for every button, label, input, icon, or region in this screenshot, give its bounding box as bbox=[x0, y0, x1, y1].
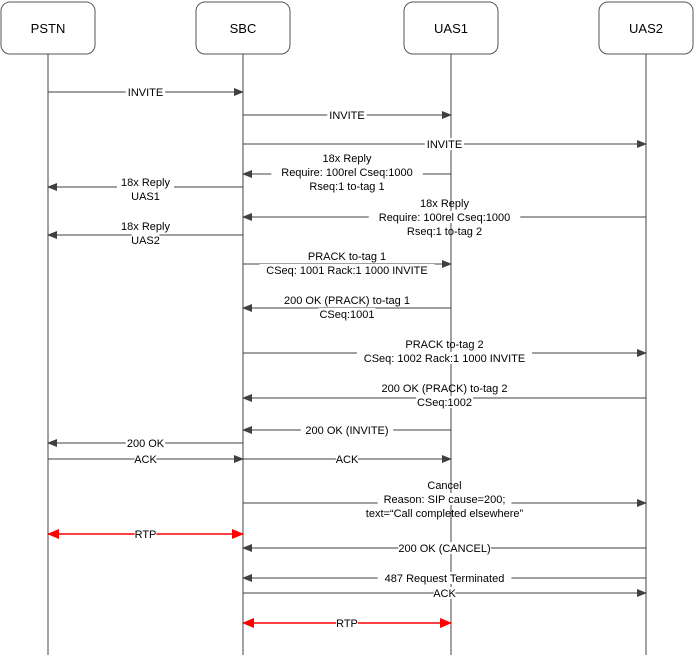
uas2-box bbox=[598, 1, 694, 55]
message-label: CSeq: 1001 Rack:1 1000 INVITE bbox=[266, 265, 427, 277]
label-mask bbox=[271, 166, 423, 178]
message: ACK bbox=[243, 453, 452, 466]
message-label: PRACK to-tag 1 bbox=[308, 251, 386, 263]
message-label: 200 OK (CANCEL) bbox=[398, 543, 490, 555]
message: ACK bbox=[48, 453, 244, 466]
message-label: ACK bbox=[134, 454, 157, 466]
label-mask bbox=[116, 176, 175, 188]
message-label: 487 Request Terminated bbox=[385, 573, 505, 585]
label-mask bbox=[377, 493, 512, 505]
message: 487 Request Terminated bbox=[242, 572, 646, 585]
message: ACK bbox=[243, 587, 647, 600]
message-label: RTP bbox=[135, 529, 157, 541]
label-mask bbox=[131, 234, 160, 246]
message-label: 200 OK (PRACK) to-tag 1 bbox=[284, 295, 410, 307]
label-mask bbox=[327, 109, 367, 121]
message: PRACK to-tag 2 CSeq: 1002 Rack:1 1000 INV… bbox=[243, 339, 647, 365]
label-mask bbox=[134, 453, 157, 465]
message-label: UAS2 bbox=[131, 235, 160, 247]
message-label: text=“Call completed elsewhere” bbox=[366, 508, 524, 520]
message: 200 OK bbox=[47, 437, 243, 450]
message-label: 18x Reply bbox=[121, 221, 170, 233]
message-label: Cancel bbox=[427, 480, 461, 492]
media-flow: RTP bbox=[242, 617, 452, 630]
message-label: 200 OK (INVITE) bbox=[305, 425, 388, 437]
media-flow: RTP bbox=[47, 528, 244, 541]
uas1-box bbox=[403, 1, 499, 55]
message: PRACK to-tag 1 CSeq: 1001 Rack:1 1000 INV… bbox=[243, 251, 452, 277]
label-mask bbox=[300, 424, 394, 436]
message: INVITE bbox=[48, 86, 244, 99]
label-mask bbox=[377, 572, 512, 584]
message-label: Require: 100rel Cseq:1000 bbox=[281, 167, 412, 179]
message: 200 OK (PRACK) to-tag 1 CSeq:1001 bbox=[242, 295, 451, 321]
participant-uas2: UAS2 bbox=[598, 1, 694, 55]
message: 200 OK (CANCEL) bbox=[242, 542, 646, 555]
message-label: INVITE bbox=[128, 87, 163, 99]
label-mask bbox=[433, 587, 456, 599]
message-label: CSeq: 1002 Rack:1 1000 INVITE bbox=[364, 353, 525, 365]
message-label: PRACK to-tag 2 bbox=[405, 339, 483, 351]
message-label: Rseq:1 to-tag 1 bbox=[309, 181, 384, 193]
label-mask bbox=[134, 528, 157, 540]
message-label: INVITE bbox=[427, 139, 462, 151]
message-label: ACK bbox=[433, 588, 456, 600]
pstn-label: PSTN bbox=[31, 21, 66, 36]
label-mask bbox=[318, 308, 376, 320]
message: 200 OK (INVITE) bbox=[242, 424, 451, 437]
participant-uas1: UAS1 bbox=[403, 1, 499, 55]
participant-pstn: PSTN bbox=[0, 1, 96, 55]
message-label: Reason: SIP cause=200; bbox=[384, 494, 506, 506]
sbc-box bbox=[195, 1, 291, 55]
participant-sbc: SBC bbox=[195, 1, 291, 55]
uas1-label: UAS1 bbox=[434, 21, 468, 36]
message-label: CSeq:1001 bbox=[319, 309, 374, 321]
message-label: CSeq:1002 bbox=[417, 397, 472, 409]
message-label: Require: 100rel Cseq:1000 bbox=[379, 212, 510, 224]
message-label: 18x Reply bbox=[121, 177, 170, 189]
message: INVITE bbox=[243, 138, 647, 151]
label-mask bbox=[125, 437, 166, 449]
message-label: UAS1 bbox=[131, 191, 160, 203]
uas2-label: UAS2 bbox=[629, 21, 663, 36]
label-mask bbox=[356, 352, 533, 364]
message-label: 18x Reply bbox=[420, 198, 469, 210]
label-mask bbox=[125, 86, 166, 98]
message-label: ACK bbox=[336, 454, 359, 466]
pstn-box bbox=[0, 1, 96, 55]
message-label: RTP bbox=[336, 618, 358, 630]
message: INVITE bbox=[243, 109, 452, 122]
label-mask bbox=[424, 138, 465, 150]
sbc-label: SBC bbox=[230, 21, 257, 36]
message: 200 OK (PRACK) to-tag 2 CSeq:1002 bbox=[242, 383, 646, 409]
label-mask bbox=[368, 211, 521, 223]
message-label: Rseq:1 to-tag 2 bbox=[407, 226, 482, 238]
message-label: 200 OK bbox=[127, 438, 165, 450]
label-mask bbox=[336, 453, 358, 465]
label-mask bbox=[398, 542, 491, 554]
message-label: INVITE bbox=[329, 110, 364, 122]
message-label: 200 OK (PRACK) to-tag 2 bbox=[382, 383, 508, 395]
label-mask bbox=[259, 264, 435, 276]
message-label: 18x Reply bbox=[323, 153, 372, 165]
label-mask bbox=[336, 617, 358, 629]
label-mask bbox=[415, 396, 474, 408]
